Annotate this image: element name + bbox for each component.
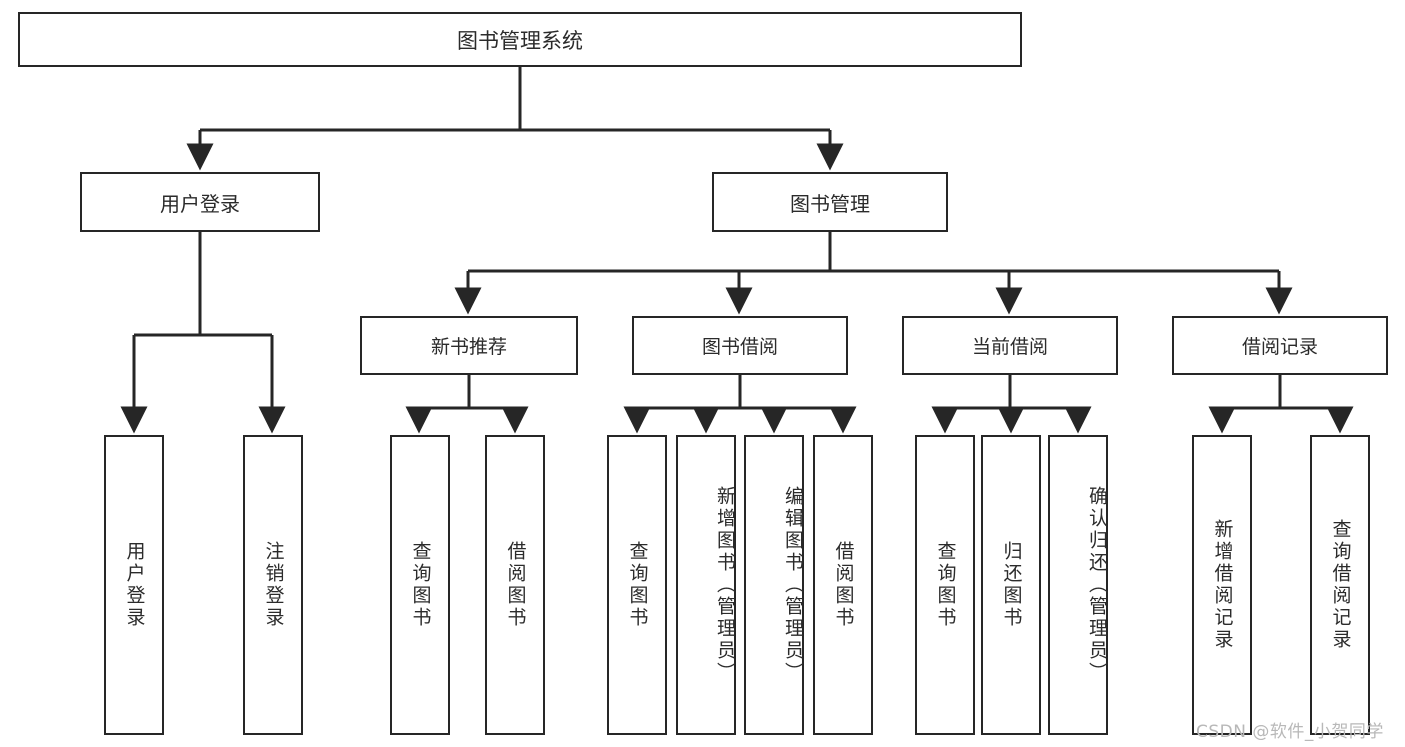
node-level2-borrow-record-label: 借阅记录 bbox=[1241, 336, 1318, 358]
node-leaf-query-book-current-label: 查询图书 bbox=[934, 541, 957, 629]
node-leaf-query-book-recommend-label: 查询图书 bbox=[409, 541, 432, 629]
node-level2-current-borrow[interactable]: 当前借阅 bbox=[902, 316, 1118, 375]
node-leaf-return-book[interactable]: 归还图书 bbox=[981, 435, 1041, 735]
node-leaf-logout[interactable]: 注销登录 bbox=[243, 435, 303, 735]
node-leaf-borrow-book-recommend[interactable]: 借阅图书 bbox=[485, 435, 545, 735]
node-leaf-confirm-return-admin-label: 确认归还（管理员） bbox=[1086, 486, 1108, 684]
node-leaf-query-book-recommend[interactable]: 查询图书 bbox=[390, 435, 450, 735]
node-leaf-confirm-return-admin[interactable]: 确认归还（管理员） bbox=[1048, 435, 1108, 735]
node-leaf-edit-book-admin-label: 编辑图书（管理员） bbox=[782, 486, 804, 684]
node-level2-borrow-record[interactable]: 借阅记录 bbox=[1172, 316, 1388, 375]
node-leaf-user-login-label: 用户登录 bbox=[123, 541, 146, 629]
node-level2-new-book-recommendation-label: 新书推荐 bbox=[430, 336, 507, 358]
csdn-watermark: CSDN @软件_小贺同学 bbox=[1196, 722, 1384, 742]
node-leaf-query-book-borrow-label: 查询图书 bbox=[626, 541, 649, 629]
node-leaf-borrow-book-recommend-label: 借阅图书 bbox=[504, 541, 527, 629]
node-level1-user-login-label: 用户登录 bbox=[160, 191, 240, 216]
node-level2-new-book-recommendation[interactable]: 新书推荐 bbox=[360, 316, 578, 375]
node-leaf-logout-label: 注销登录 bbox=[262, 541, 285, 629]
node-level2-current-borrow-label: 当前借阅 bbox=[971, 336, 1048, 358]
node-leaf-add-borrow-record-label: 新增借阅记录 bbox=[1211, 519, 1234, 651]
node-leaf-add-borrow-record[interactable]: 新增借阅记录 bbox=[1192, 435, 1252, 735]
node-leaf-add-book-admin-label: 新增图书（管理员） bbox=[714, 486, 736, 684]
node-leaf-query-book-current[interactable]: 查询图书 bbox=[915, 435, 975, 735]
node-leaf-borrow-book[interactable]: 借阅图书 bbox=[813, 435, 873, 735]
node-leaf-borrow-book-label: 借阅图书 bbox=[832, 541, 855, 629]
node-leaf-query-borrow-record-label: 查询借阅记录 bbox=[1329, 519, 1352, 651]
node-leaf-return-book-label: 归还图书 bbox=[1000, 541, 1023, 629]
node-root-label: 图书管理系统 bbox=[457, 28, 583, 53]
node-level1-user-login[interactable]: 用户登录 bbox=[80, 172, 320, 232]
node-level1-book-management-label: 图书管理 bbox=[790, 191, 870, 216]
node-leaf-edit-book-admin[interactable]: 编辑图书（管理员） bbox=[744, 435, 804, 735]
node-leaf-query-book-borrow[interactable]: 查询图书 bbox=[607, 435, 667, 735]
node-level1-book-management[interactable]: 图书管理 bbox=[712, 172, 948, 232]
node-level2-book-borrow[interactable]: 图书借阅 bbox=[632, 316, 848, 375]
node-leaf-add-book-admin[interactable]: 新增图书（管理员） bbox=[676, 435, 736, 735]
node-leaf-query-borrow-record[interactable]: 查询借阅记录 bbox=[1310, 435, 1370, 735]
node-level2-book-borrow-label: 图书借阅 bbox=[701, 336, 778, 358]
node-root[interactable]: 图书管理系统 bbox=[18, 12, 1022, 67]
node-leaf-user-login[interactable]: 用户登录 bbox=[104, 435, 164, 735]
